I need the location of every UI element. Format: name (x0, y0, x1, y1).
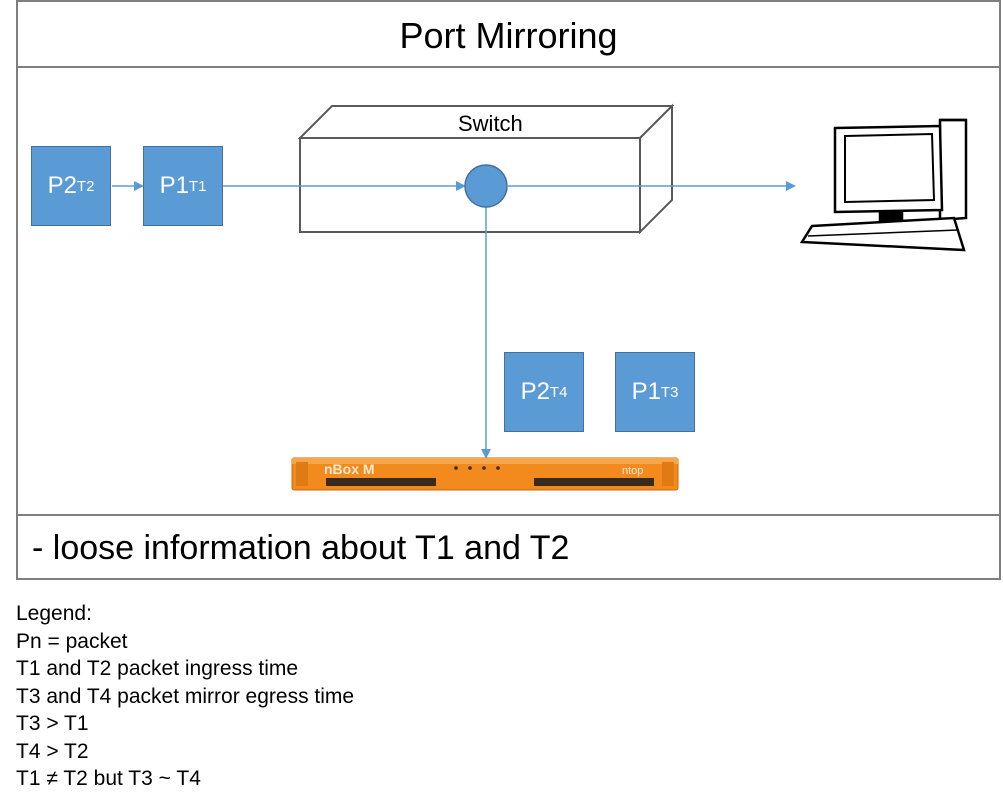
title-bar: Port Mirroring (16, 0, 1001, 68)
packet-time: T4 (549, 383, 568, 401)
packet-time: T3 (660, 383, 679, 401)
computer-icon (799, 118, 968, 252)
legend-line: T1 ≠ T2 but T3 ~ T4 (16, 767, 201, 790)
appliance-model-label: nBox M (324, 461, 375, 477)
legend-line: T4 > T2 (16, 739, 89, 763)
packet-time: T1 (188, 177, 207, 195)
packet-name: P1 (159, 172, 189, 199)
legend-line: T3 and T4 packet mirror egress time (16, 684, 355, 708)
packet-name: P1 (631, 378, 661, 405)
footer-note: - loose information about T1 and T2 (32, 529, 570, 567)
legend-line: Pn = packet (16, 629, 128, 653)
legend: Legend: Pn = packet T1 and T2 packet ing… (16, 600, 354, 793)
switch-port-node (464, 164, 508, 208)
nbox-appliance: nBox M ntop (291, 457, 679, 491)
packet-name: P2 (47, 172, 77, 199)
packet-name: P2 (520, 378, 550, 405)
packet-time: T2 (76, 177, 95, 195)
legend-line: T1 and T2 packet ingress time (16, 657, 299, 680)
legend-line: Legend: (16, 602, 92, 625)
footer-note-bar: - loose information about T1 and T2 (16, 514, 1001, 580)
legend-line: T3 > T1 (16, 712, 89, 735)
page-title: Port Mirroring (399, 15, 618, 56)
appliance-brand-label: ntop (622, 465, 643, 477)
switch-label: Switch (458, 111, 523, 136)
